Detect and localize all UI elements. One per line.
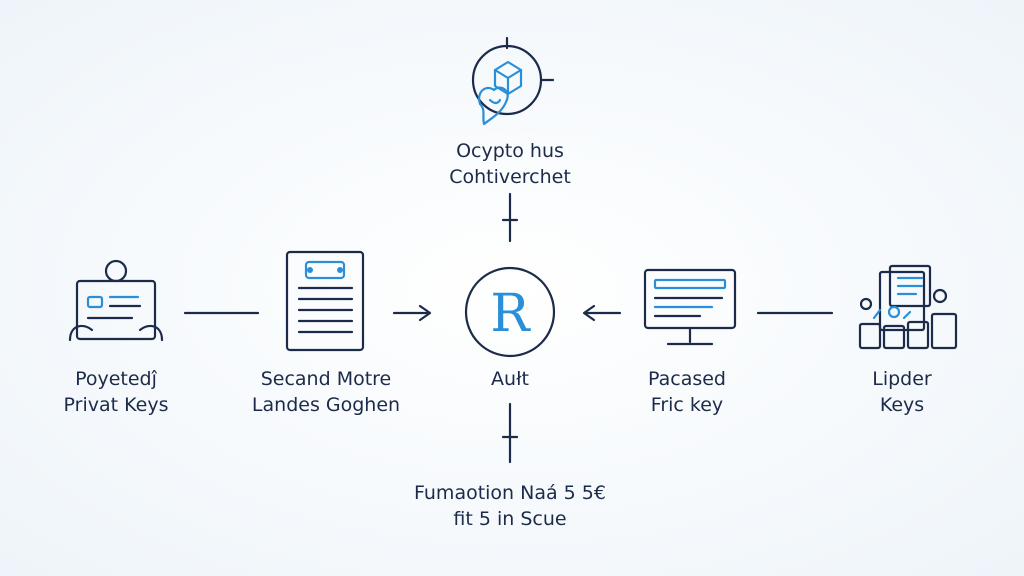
connectors [183,192,834,464]
top-label: Ocypto hus Cohtiverchet [420,138,600,190]
left-label-line-1: Poyetedĵ [75,368,157,390]
r-circle-icon: R [464,266,556,358]
bottom-label-line-1: Fumaotion Naá 5 5€ [414,482,606,504]
center-label: Aułt [450,366,570,392]
arrow-head-right [418,304,432,322]
center-right-label: Pacased Fric key [612,366,762,418]
top-label-line-2: Cohtiverchet [449,166,571,188]
arrow-head-left [582,304,596,322]
top-label-line-1: Ocypto hus [456,140,564,162]
left-label-line-2: Privat Keys [63,394,169,416]
center-right-label-line-2: Fric key [650,394,724,416]
right-label-line-1: Lipder [872,368,932,390]
center-label-line-1: Aułt [491,368,529,390]
left-label: Poyetedĵ Privat Keys [36,366,196,418]
document-list-icon [285,250,365,352]
center-right-label-line-1: Pacased [648,368,726,390]
bottom-label: Fumaotion Naá 5 5€ fit 5 in Scue [390,480,630,532]
bottom-label-line-2: fit 5 in Scue [453,508,567,530]
crypto-target-icon [471,36,555,126]
building-people-icon [858,264,958,350]
center-left-label-line-1: Secand Motre [260,368,392,390]
right-label-line-2: Keys [879,394,925,416]
center-left-label: Secand Motre Landes Goghen [228,366,424,418]
r-glyph: R [490,284,531,344]
center-left-label-line-2: Landes Goghen [251,394,401,416]
monitor-icon [643,268,737,346]
right-label: Lipder Keys [840,366,964,418]
user-document-icon [68,259,164,342]
